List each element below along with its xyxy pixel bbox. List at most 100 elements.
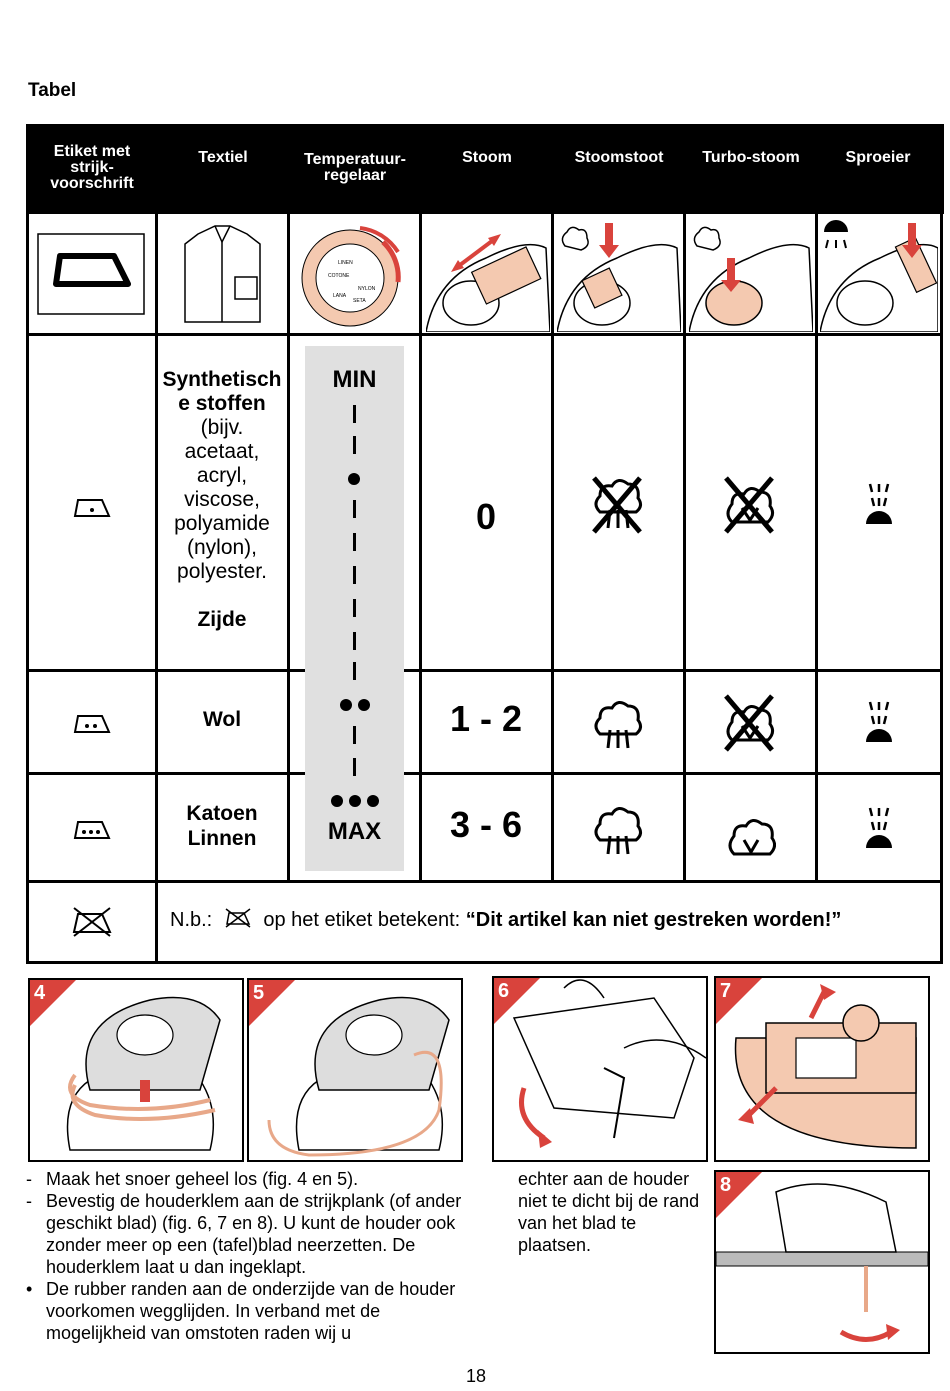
turbo-steam-icon <box>728 819 776 856</box>
temp-max-label: MAX <box>327 818 382 845</box>
figure-number: 8 <box>716 1172 762 1218</box>
grid-line <box>683 214 686 882</box>
temp-tick <box>353 599 356 617</box>
bullet: - <box>26 1191 32 1211</box>
header-label: Etiket met strijk- voorschrift <box>32 144 152 192</box>
steam-value: 3 - 6 <box>449 804 523 845</box>
figure-8: 8 <box>714 1170 930 1354</box>
instruction-text: De rubber randen aan de onderzijde van d… <box>46 1279 456 1343</box>
figure-number-text: 8 <box>720 1174 732 1196</box>
temp-tick <box>353 533 356 551</box>
temp-tick <box>353 405 356 423</box>
iron-control-spray-icon <box>820 220 938 332</box>
dial-label: COTONE <box>328 273 350 279</box>
figure-number: 5 <box>249 980 295 1026</box>
textile-detail: (nylon), <box>186 536 258 559</box>
temp-tick <box>353 632 356 650</box>
header-label-line: Etiket met <box>53 143 131 160</box>
instructions-right: echter aan de houder niet te dicht bij d… <box>518 1169 700 1255</box>
instruction-item: • De rubber randen aan de onderzijde van… <box>26 1278 466 1344</box>
dial-label: NYLON <box>358 286 376 292</box>
textile-name: Zijde <box>197 608 247 631</box>
clamp-mounting-illustration <box>512 979 706 1148</box>
clamp-release-illustration <box>734 984 917 1149</box>
iron-control-steam-icon <box>426 234 550 332</box>
header-sproeier: Sproeier <box>845 149 911 166</box>
textile-detail: polyester. <box>177 560 267 583</box>
iron-control-turbo-icon <box>689 226 813 332</box>
iron-label-icon <box>37 233 145 315</box>
figure-5: 5 <box>247 978 463 1162</box>
figure-number: 6 <box>494 978 540 1024</box>
dial-label: SETA <box>353 298 366 304</box>
note-text: N.b.: op het etiket betekent: “Dit artik… <box>170 908 841 932</box>
temp-min-label: MIN <box>332 366 377 393</box>
instruction-item: - Maak het snoer geheel los (fig. 4 en 5… <box>26 1168 466 1190</box>
textile-synthetics: Synthetisch e stoffen (bijv. acetaat, ac… <box>158 368 286 632</box>
turbo-steam-disabled-icon <box>724 476 775 534</box>
grid-line <box>287 214 290 882</box>
iron-crossed-icon <box>225 908 251 928</box>
header-temp-line: Temperatuur- <box>304 151 406 168</box>
table-header: Etiket met strijk- voorschrift Textiel T… <box>26 124 944 214</box>
textile-detail: viscose, <box>184 488 260 511</box>
grid-line <box>26 214 29 964</box>
figure-4: 4 <box>28 978 244 1162</box>
temp-dot <box>348 473 360 485</box>
textile-detail: polyamide <box>174 512 270 535</box>
spray-icon <box>866 483 892 524</box>
grid-line <box>26 880 943 883</box>
temp-dot <box>349 795 361 807</box>
temp-tick <box>353 436 356 454</box>
dial-label: LANA <box>333 293 347 299</box>
header-stoomstoot: Stoomstoot <box>574 149 664 166</box>
header-stoom: Stoom <box>462 149 512 166</box>
textile-name: Synthetisch e stoffen <box>162 368 282 415</box>
turbo-steam-disabled-icon <box>724 694 775 752</box>
instruction-item: - Bevestig de houderklem aan de strijkpl… <box>26 1190 466 1278</box>
note-quote: “Dit artikel kan niet gestreken worden!” <box>465 909 842 931</box>
instruction-text: Bevestig de houderklem aan de strijkplan… <box>46 1191 462 1277</box>
grid-line <box>551 214 554 882</box>
iron-on-base-cord-loose-illustration <box>267 996 450 1157</box>
note-prefix: N.b.: <box>170 909 213 931</box>
figure-number-text: 4 <box>34 982 46 1004</box>
figure-7: 7 <box>714 976 930 1162</box>
temp-dot <box>358 699 370 711</box>
temp-tick <box>353 500 356 518</box>
textile-detail: acetaat, <box>184 440 260 463</box>
grid-line <box>815 214 818 882</box>
bullet: - <box>26 1169 32 1189</box>
header-label-line: voorschrift <box>50 175 134 192</box>
grid-line <box>940 214 943 964</box>
temperature-dial-icon: LINEN COTONE LANA NYLON SETA <box>301 226 401 327</box>
steam-value: 0 <box>475 496 497 537</box>
iron-one-dot-icon <box>73 499 111 517</box>
instructions-left: - Maak het snoer geheel los (fig. 4 en 5… <box>26 1168 466 1344</box>
iron-two-dots-icon <box>73 715 111 733</box>
iron-control-shot-icon <box>557 223 681 332</box>
shirt-icon <box>184 225 261 323</box>
textile-name: Linnen <box>187 827 257 850</box>
steam-shot-icon <box>594 807 643 855</box>
iron-on-base-cord-wrapped-illustration <box>66 996 221 1151</box>
dial-label: LINEN <box>338 260 353 266</box>
temp-dot <box>331 795 343 807</box>
figure-number-text: 6 <box>498 980 510 1002</box>
instruction-text: Maak het snoer geheel los (fig. 4 en 5). <box>46 1169 359 1189</box>
iron-three-dots-icon <box>73 821 111 839</box>
temp-tick <box>353 726 356 744</box>
temp-tick <box>353 758 356 776</box>
figure-number-text: 5 <box>253 982 265 1004</box>
spray-icon <box>866 807 892 848</box>
grid-line <box>26 669 943 672</box>
steam-shot-disabled-icon <box>592 476 643 534</box>
grid-line <box>26 772 943 775</box>
textile-detail: acryl, <box>196 464 248 487</box>
figure-number: 4 <box>30 980 76 1026</box>
page-number: 18 <box>466 1366 487 1386</box>
textile-detail: (bijv. <box>200 416 244 439</box>
header-turbo: Turbo-stoom <box>702 149 800 166</box>
header-textiel: Textiel <box>198 149 248 166</box>
steam-shot-icon <box>594 701 643 749</box>
